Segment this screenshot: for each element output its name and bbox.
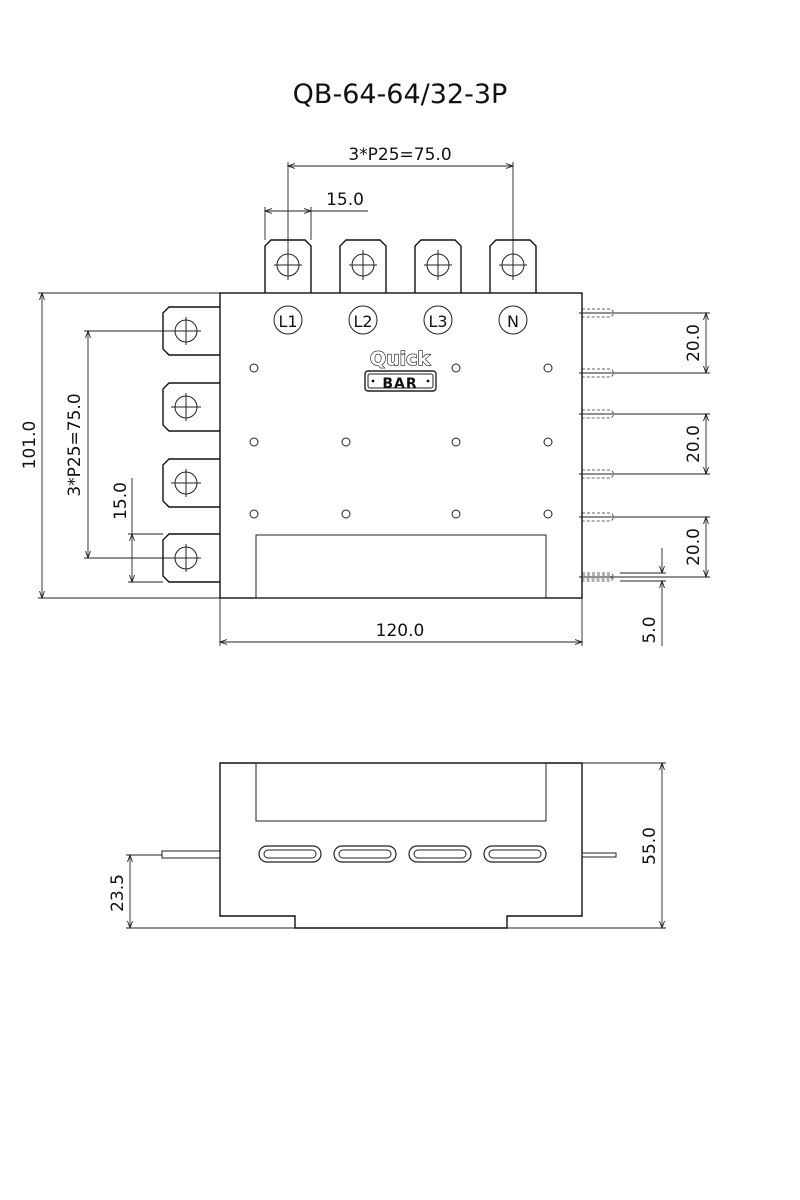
terminal-label-l3-text: L3 xyxy=(428,312,447,331)
dim-top-pitch-text: 3*P25=75.0 xyxy=(348,145,451,165)
dim-left-tab-width: 15.0 xyxy=(111,478,163,582)
dim-side-tab-height-text: 23.5 xyxy=(108,874,128,912)
dim-left-pitch-text: 3*P25=75.0 xyxy=(65,393,85,496)
terminal-label-n-text: N xyxy=(507,312,519,331)
dim-height: 101.0 xyxy=(20,293,220,598)
dim-right-spacing-2: 20.0 xyxy=(620,414,710,474)
terminal-label-l3: L3 xyxy=(423,305,453,335)
dim-top-pitch: 3*P25=75.0 xyxy=(288,145,513,258)
dim-height-text: 101.0 xyxy=(20,421,40,470)
dim-top-tab-width: 15.0 xyxy=(265,190,368,240)
top-view: L1 L2 L3 N Quick BAR xyxy=(20,145,710,646)
terminal-label-l2: L2 xyxy=(348,305,378,335)
dim-left-pitch: 3*P25=75.0 xyxy=(65,331,186,558)
side-left-tab xyxy=(161,850,221,859)
terminal-label-n: N xyxy=(498,305,528,335)
side-right-pin xyxy=(581,852,617,858)
dim-right-spacing-3: 20.0 xyxy=(620,517,710,577)
dim-width: 120.0 xyxy=(220,598,582,646)
top-tab-l3 xyxy=(414,239,462,293)
dim-right-pin-text: 5.0 xyxy=(640,616,660,643)
logo-quick-text: Quick xyxy=(370,348,430,370)
right-pins xyxy=(579,308,620,582)
dim-width-text: 120.0 xyxy=(376,621,425,641)
side-recess xyxy=(255,762,547,822)
left-tab-3 xyxy=(162,458,220,508)
dim-side-height-text: 55.0 xyxy=(640,827,660,865)
dim-right-pin: 5.0 xyxy=(620,548,666,646)
side-slots xyxy=(258,845,547,863)
terminal-label-l1: L1 xyxy=(273,305,303,335)
dim-right-spacing-1: 20.0 xyxy=(620,313,710,373)
dim-right-spacing-3-text: 20.0 xyxy=(684,528,704,566)
terminal-label-l2-text: L2 xyxy=(353,312,372,331)
top-tab-l2 xyxy=(339,239,387,293)
dim-right-spacing-1-text: 20.0 xyxy=(684,324,704,362)
quickbar-logo: Quick BAR xyxy=(364,347,437,392)
dim-right-spacing-2-text: 20.0 xyxy=(684,425,704,463)
dim-top-tab-width-text: 15.0 xyxy=(326,190,364,210)
left-tab-2 xyxy=(162,382,220,432)
mounting-holes xyxy=(249,363,553,519)
module-body xyxy=(219,292,583,599)
terminal-label-l1-text: L1 xyxy=(278,312,297,331)
dim-side-tab-height: 23.5 xyxy=(108,855,295,928)
side-view: 55.0 23.5 xyxy=(108,763,666,928)
logo-bar-text: BAR xyxy=(382,376,417,392)
inner-recess xyxy=(255,534,547,599)
dim-side-height: 55.0 xyxy=(507,763,666,928)
drawing-title: QB-64-64/32-3P xyxy=(293,79,508,110)
dim-left-tab-width-text: 15.0 xyxy=(111,482,131,520)
